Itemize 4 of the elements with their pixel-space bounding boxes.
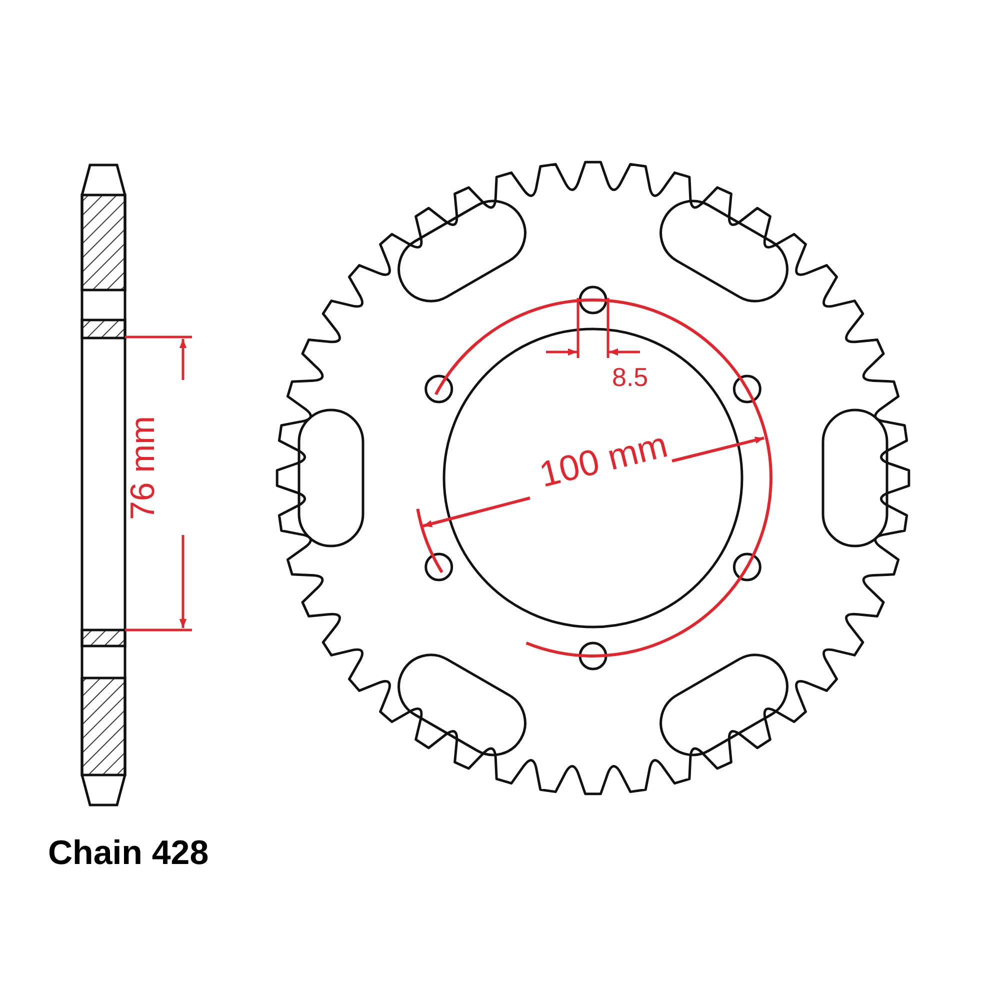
dimension-label: 100 mm [536,426,671,493]
chain-size-label: Chain 428 [48,836,209,870]
dimension-label: 76 mm [126,416,160,520]
dimension-label: 8.5 [612,364,648,390]
